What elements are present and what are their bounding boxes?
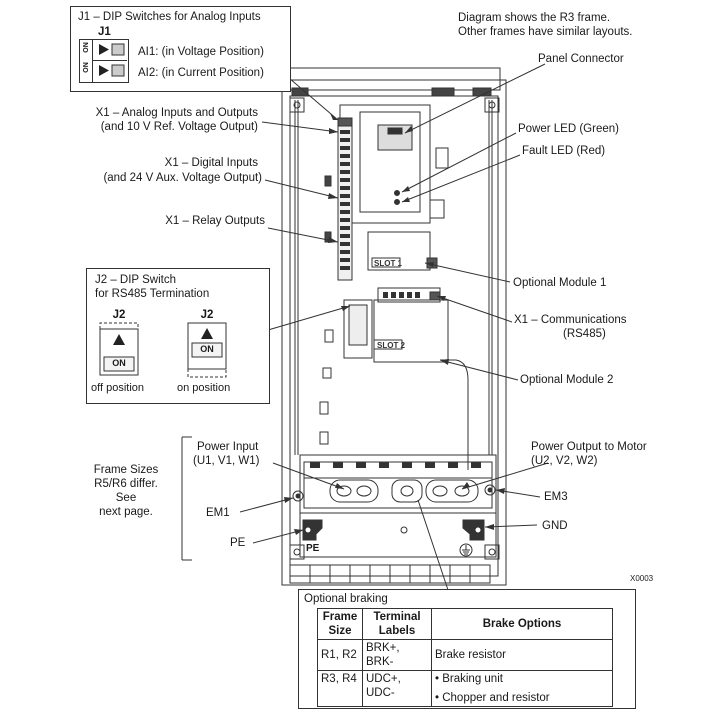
- drive-inner-frame: [289, 95, 499, 577]
- j1-title: J1 – DIP Switches for Analog Inputs: [78, 11, 261, 23]
- panel-connector-label: Panel Connector: [538, 53, 624, 65]
- j1-switch-body: ON ON: [79, 39, 129, 83]
- slot-1-label: SLOT 1: [374, 259, 403, 268]
- frame-sizes-line-3: See: [115, 492, 137, 504]
- x1-comm-label-line-1: X1 – Communications: [514, 314, 627, 326]
- j2-title-line-1: J2 – DIP Switch: [95, 274, 176, 286]
- j1-ai2-label: AI2: (in Current Position): [138, 67, 264, 79]
- slot-2-label: SLOT 2: [377, 341, 406, 350]
- x1-digital-label-line-1: X1 – Digital Inputs: [164, 157, 258, 169]
- pe-marking: PE: [306, 543, 320, 554]
- j2-off-caption: off position: [91, 382, 145, 394]
- j2-off-switch-label: J2: [112, 309, 126, 321]
- cell-option: Brake resistor: [431, 639, 613, 671]
- j2-switch-drawings: [99, 322, 227, 378]
- cell-option: • Braking unit: [431, 670, 613, 687]
- j2-off-on-text: ON: [112, 358, 126, 368]
- fault-led-label: Fault LED (Red): [522, 145, 606, 157]
- j1-subtitle: J1: [98, 26, 111, 38]
- braking-table: Frame Size Terminal Labels Brake Options…: [317, 608, 613, 707]
- x1-comm-label-line-2: (RS485): [563, 328, 606, 340]
- cell-option: • Chopper and resistor: [431, 687, 613, 707]
- em1-label: EM1: [206, 507, 230, 519]
- optional-module-1-label: Optional Module 1: [513, 277, 607, 289]
- top-cover-strip: [287, 67, 501, 91]
- header-frame-size: Frame Size: [317, 608, 363, 640]
- j1-switch-actuators: [99, 43, 125, 77]
- j2-on-switch-label: J2: [200, 309, 214, 321]
- em3-label: EM3: [544, 491, 568, 503]
- power-output-label-line-1: Power Output to Motor: [531, 441, 647, 453]
- drive-frame: [281, 79, 507, 586]
- frame-sizes-line-1: Frame Sizes: [93, 464, 159, 476]
- optional-module-2-label: Optional Module 2: [520, 374, 614, 386]
- braking-header-row: Frame Size Terminal Labels Brake Options: [317, 608, 613, 640]
- x1-analog-label-line-2: (and 10 V Ref. Voltage Output): [100, 121, 258, 133]
- power-output-label-line-2: (U2, V2, W2): [531, 455, 598, 467]
- leader-lines: [181, 63, 549, 597]
- table-row: R1, R2 BRK+, BRK- Brake resistor: [317, 639, 613, 671]
- arrow-heads: [284, 113, 505, 535]
- pe-label: PE: [230, 537, 246, 549]
- cell-frame: R1, R2: [317, 639, 363, 671]
- frame-sizes-line-4: next page.: [99, 506, 153, 518]
- option-module-1: [367, 231, 431, 271]
- j2-title-line-2: for RS485 Termination: [95, 288, 210, 300]
- frame-note-line-2: Other frames have similar layouts.: [458, 26, 633, 38]
- header-terminal-labels: Terminal Labels: [362, 608, 432, 640]
- optional-braking-box: Optional braking Frame Size Terminal Lab…: [298, 589, 636, 709]
- j2-on-caption: on position: [177, 382, 231, 394]
- x1-digital-label-line-2: (and 24 V Aux. Voltage Output): [103, 172, 262, 184]
- control-board: [339, 104, 431, 224]
- cell-terminal: BRK+, BRK-: [362, 639, 432, 671]
- frame-sizes-line-2: R5/R6 differ.: [94, 478, 158, 490]
- option-module-2: [373, 299, 449, 363]
- header-terminal-line-1: Terminal: [373, 611, 421, 623]
- power-input-label-line-2: (U1, V1, W1): [193, 455, 260, 467]
- power-input-label-line-1: Power Input: [197, 441, 259, 453]
- header-frame-line-2: Size: [328, 625, 352, 637]
- header-terminal-line-2: Labels: [378, 625, 416, 637]
- x1-analog-label-line-1: X1 – Analog Inputs and Outputs: [95, 107, 258, 119]
- cell-frame: R3, R4: [317, 670, 363, 707]
- power-led-label: Power LED (Green): [518, 123, 619, 135]
- cell-terminal: UDC+, UDC-: [362, 670, 432, 707]
- figure-code: X0003: [630, 574, 654, 583]
- braking-title: Optional braking: [304, 593, 388, 605]
- j2-on-on-text: ON: [200, 344, 214, 354]
- x1-relay-label: X1 – Relay Outputs: [165, 215, 265, 227]
- gnd-label: GND: [542, 520, 568, 532]
- table-row: R3, R4 UDC+, UDC- • Braking unit: [317, 670, 613, 707]
- j1-ai1-label: AI1: (in Voltage Position): [138, 46, 264, 58]
- frame-note-line-1: Diagram shows the R3 frame.: [458, 12, 611, 24]
- j1-dip-switch-box: J1 – DIP Switches for Analog Inputs J1 O…: [70, 6, 291, 92]
- header-brake-options: Brake Options: [431, 608, 613, 640]
- j2-dip-switch-box: J2 – DIP Switch for RS485 Termination J2…: [86, 268, 270, 404]
- header-frame-line-1: Frame: [322, 611, 358, 623]
- table-row: • Chopper and resistor: [318, 687, 613, 707]
